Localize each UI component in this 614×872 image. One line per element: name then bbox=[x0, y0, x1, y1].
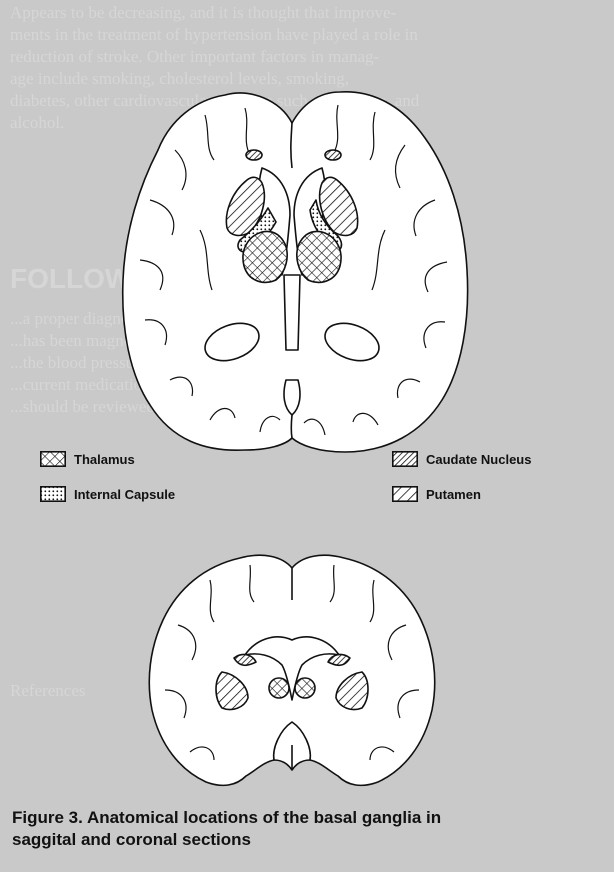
legend-internal-capsule: Internal Capsule bbox=[40, 486, 175, 502]
legend-putamen: Putamen bbox=[392, 486, 481, 502]
caudate-nucleus-left bbox=[246, 150, 262, 160]
coronal-thalamus-left bbox=[269, 678, 289, 698]
legend-putamen-label: Putamen bbox=[426, 487, 481, 502]
caption-line-1: Figure 3. Anatomical locations of the ba… bbox=[12, 807, 572, 829]
caudate-nucleus-swatch bbox=[392, 451, 418, 467]
caption-line-2: saggital and coronal sections bbox=[12, 829, 572, 851]
caudate-nucleus-right bbox=[325, 150, 341, 160]
thalamus-right bbox=[297, 232, 341, 283]
putamen-swatch bbox=[392, 486, 418, 502]
coronal-thalamus-right bbox=[295, 678, 315, 698]
coronal-brain-section bbox=[149, 555, 434, 785]
legend-internal-capsule-label: Internal Capsule bbox=[74, 487, 175, 502]
thalamus-swatch bbox=[40, 451, 66, 467]
legend-caudate-nucleus-label: Caudate Nucleus bbox=[426, 452, 531, 467]
axial-brain-section bbox=[123, 92, 468, 452]
figure-caption: Figure 3. Anatomical locations of the ba… bbox=[12, 807, 572, 851]
third-ventricle bbox=[284, 275, 300, 350]
legend-thalamus: Thalamus bbox=[40, 451, 135, 467]
legend-caudate-nucleus: Caudate Nucleus bbox=[392, 451, 531, 467]
thalamus-left bbox=[243, 232, 287, 283]
internal-capsule-swatch bbox=[40, 486, 66, 502]
legend-thalamus-label: Thalamus bbox=[74, 452, 135, 467]
